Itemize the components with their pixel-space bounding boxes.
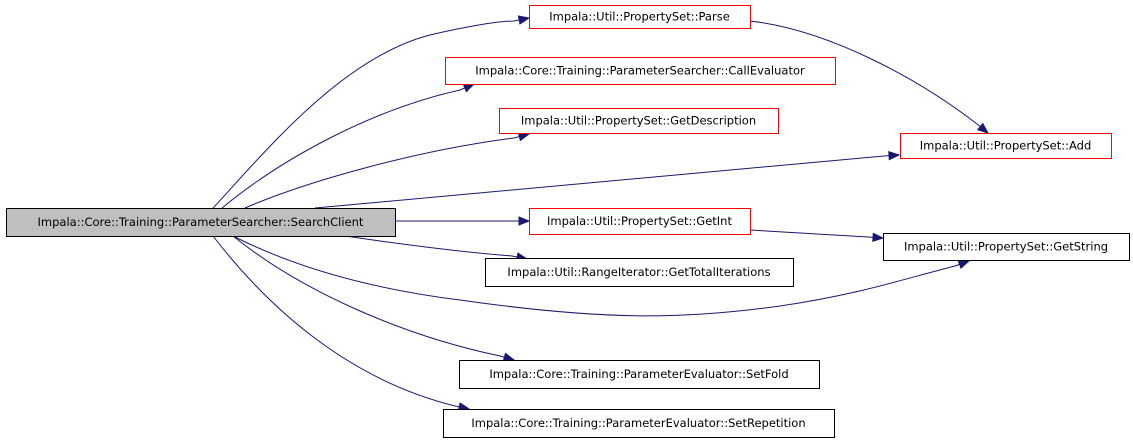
node-parse[interactable]: Impala::Util::PropertySet::Parse [529,5,751,29]
node-box [6,208,396,237]
node-label: Impala::Util::RangeIterator::GetTotalIte… [507,265,770,279]
arrowhead-icon [462,83,476,93]
arrowhead-icon [957,260,971,269]
edge-root-getDesc [244,132,531,209]
arrowhead-icon [517,15,531,25]
node-setFold[interactable]: Impala::Core::Training::ParameterEvaluat… [459,360,820,389]
arrowhead-icon [502,352,516,362]
node-getInt[interactable]: Impala::Util::PropertySet::GetInt [529,208,751,235]
node-label: Impala::Core::Training::ParameterSearche… [38,215,364,229]
node-label: Impala::Util::PropertySet::GetString [904,240,1108,254]
edge-line [212,235,470,410]
edge-getInt-getString [749,229,885,243]
node-label: Impala::Util::PropertySet::GetInt [547,214,732,228]
edge-line [232,235,970,317]
edge-root-callEval [221,83,476,209]
node-box [529,5,751,29]
node-getString[interactable]: Impala::Util::PropertySet::GetString [883,233,1130,261]
node-box [499,108,779,134]
node-label: Impala::Core::Training::ParameterEvaluat… [489,367,788,381]
edge-root-getTotalIt [344,235,529,262]
node-box [443,409,835,438]
edge-parse-add [749,20,990,134]
edge-line [221,83,475,209]
edge-root-getInt [395,216,531,226]
node-callEval[interactable]: Impala::Core::Training::ParameterSearche… [445,57,836,85]
edge-line [212,17,530,209]
edge-line [749,229,884,239]
node-getDesc[interactable]: Impala::Util::PropertySet::GetDescriptio… [499,108,779,134]
edge-line [749,20,989,134]
node-box [900,133,1112,159]
node-box [529,208,751,235]
node-box [883,233,1130,261]
arrowhead-icon [518,216,531,226]
node-box [485,258,794,287]
node-label: Impala::Util::PropertySet::Parse [549,10,730,24]
call-graph-nodes: Impala::Core::Training::ParameterSearche… [6,5,1130,438]
edge-root-setRep [212,235,471,412]
edge-root-parse [212,15,531,209]
node-label: Impala::Core::Training::ParameterEvaluat… [471,416,805,430]
edge-root-add [314,150,901,209]
arrowhead-icon [872,232,885,243]
edge-line [244,133,530,209]
edge-line [314,154,900,209]
node-box [445,57,836,85]
arrowhead-icon [888,150,901,161]
node-label: Impala::Util::PropertySet::GetDescriptio… [521,114,756,128]
node-label: Impala::Util::PropertySet::Add [920,139,1092,153]
edge-line [344,235,528,260]
call-graph-edges [212,15,990,412]
node-label: Impala::Core::Training::ParameterSearche… [475,64,805,78]
arrowhead-icon [976,122,990,134]
node-root: Impala::Core::Training::ParameterSearche… [6,208,396,237]
node-getTotalIt[interactable]: Impala::Util::RangeIterator::GetTotalIte… [485,258,794,287]
node-add[interactable]: Impala::Util::PropertySet::Add [900,133,1112,159]
node-box [459,360,820,389]
edge-line [232,235,515,361]
node-setRep[interactable]: Impala::Core::Training::ParameterEvaluat… [443,409,835,438]
